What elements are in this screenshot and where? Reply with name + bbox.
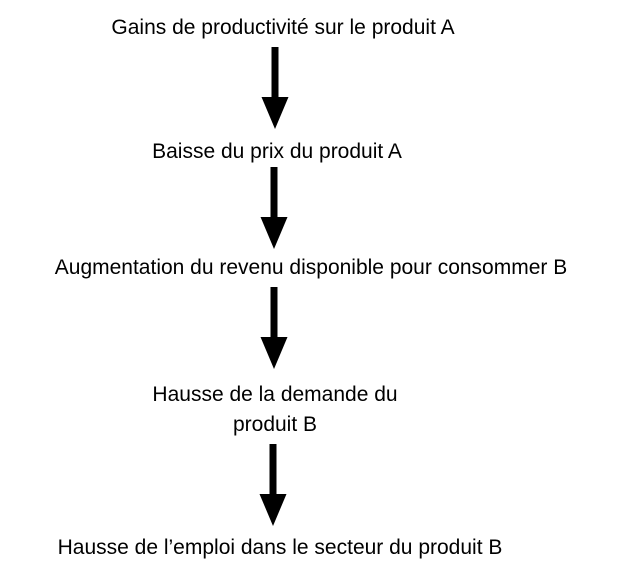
step-augmentation-revenu: Augmentation du revenu disponible pour c… — [54, 256, 568, 279]
step-gains-productivite: Gains de productivité sur le produit A — [111, 16, 455, 39]
down-arrow-icon — [260, 167, 288, 249]
down-arrow-icon — [261, 47, 289, 129]
step-baisse-prix: Baisse du prix du produit A — [152, 140, 402, 163]
step-hausse-emploi: Hausse de l’emploi dans le secteur du pr… — [57, 536, 503, 559]
down-arrow-icon — [260, 287, 288, 369]
step-hausse-demande: Hausse de la demande du produit B — [152, 383, 398, 436]
down-arrow-icon — [259, 444, 287, 526]
